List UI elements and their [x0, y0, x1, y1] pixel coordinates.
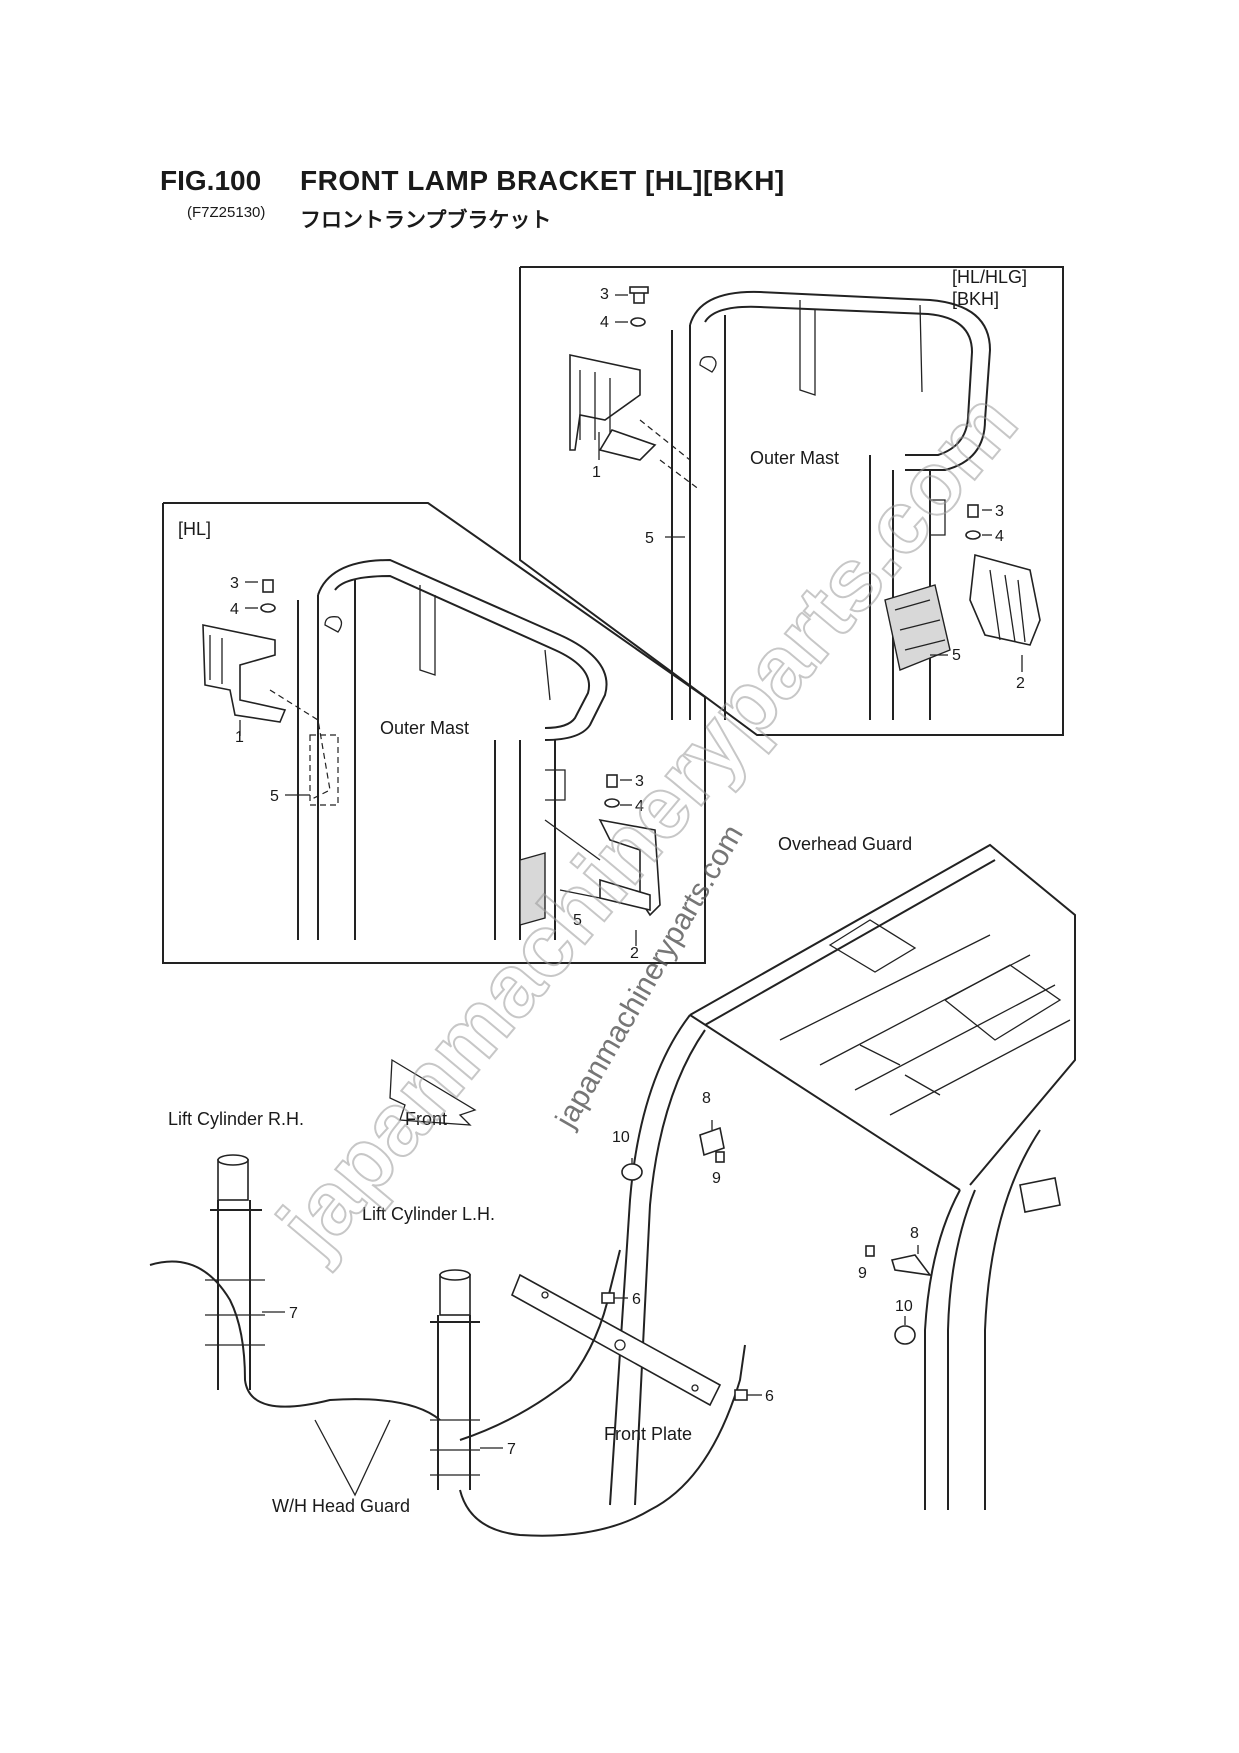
front-direction-arrow: Front: [389, 1058, 477, 1129]
tag-bkh: [BKH]: [952, 289, 999, 309]
callout-4: 4: [230, 601, 239, 618]
callout-1: 1: [592, 464, 601, 481]
callout-8: 8: [702, 1090, 711, 1107]
detail-box-hlg-bkh: [HL/HLG] [BKH] Outer Mast 3 4 1 5 3 4 5 …: [519, 266, 1064, 736]
figure-japanese-title: フロントランプブラケット: [300, 208, 552, 232]
label-front-plate: Front Plate: [604, 1424, 692, 1444]
callout-8: 8: [910, 1225, 919, 1242]
callout-1: 1: [235, 729, 244, 746]
figure-title: FRONT LAMP BRACKET [HL][BKH]: [300, 165, 785, 196]
callout-9: 9: [712, 1170, 721, 1187]
callout-10: 10: [612, 1129, 630, 1146]
figure-code: (F7Z25130): [187, 204, 266, 221]
lift-cylinders-harness: Lift Cylinder R.H. Lift Cylinder L.H. Fr…: [149, 1109, 774, 1537]
label-wh-head-guard: W/H Head Guard: [272, 1496, 410, 1516]
figure-number: FIG.100: [160, 165, 262, 196]
callout-3: 3: [635, 773, 644, 790]
callout-7: 7: [507, 1441, 516, 1458]
callout-4: 4: [600, 314, 609, 331]
callout-2: 2: [1016, 675, 1025, 692]
label-outer-mast-top: Outer Mast: [750, 448, 839, 468]
label-overhead-guard: Overhead Guard: [778, 834, 912, 854]
tag-hl-hlg: [HL/HLG]: [952, 267, 1027, 287]
watermark-large: japanmachineryparts.com: [257, 373, 1035, 1274]
callout-4: 4: [995, 528, 1004, 545]
callout-3: 3: [600, 286, 609, 303]
callout-5: 5: [952, 647, 961, 664]
callout-4: 4: [635, 798, 644, 815]
callout-10: 10: [895, 1298, 913, 1315]
detail-box-hl: [HL] Outer Mast 3 4 1 5 3 4 5 2: [162, 502, 706, 964]
callout-3: 3: [995, 503, 1004, 520]
callout-6: 6: [632, 1291, 641, 1308]
callout-5: 5: [645, 530, 654, 547]
overhead-guard-assembly: Overhead Guard 10 8 9 8 9 10: [609, 834, 1076, 1510]
callout-2: 2: [630, 945, 639, 962]
tag-hl: [HL]: [178, 519, 211, 539]
callout-5: 5: [573, 912, 582, 929]
callout-6: 6: [765, 1388, 774, 1405]
label-lift-cylinder-rh: Lift Cylinder R.H.: [168, 1109, 304, 1129]
label-outer-mast-hl: Outer Mast: [380, 718, 469, 738]
label-front: Front: [405, 1109, 447, 1129]
callout-9: 9: [858, 1265, 867, 1282]
label-lift-cylinder-lh: Lift Cylinder L.H.: [362, 1204, 495, 1224]
callout-7: 7: [289, 1305, 298, 1322]
callout-5: 5: [270, 788, 279, 805]
callout-3: 3: [230, 575, 239, 592]
